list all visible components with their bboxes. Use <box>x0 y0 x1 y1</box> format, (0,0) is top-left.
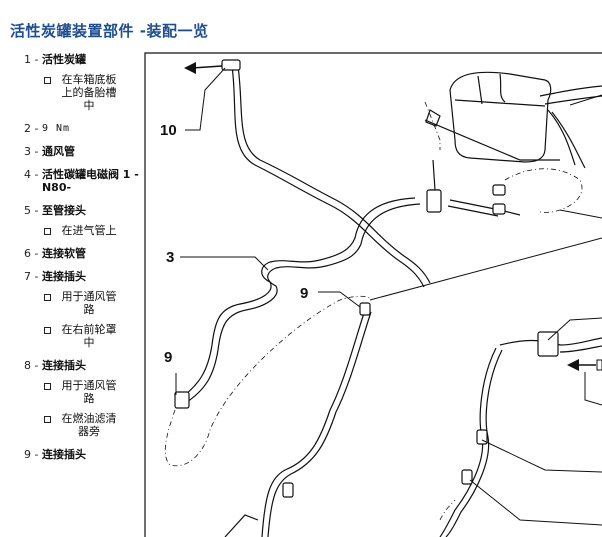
legend-item-1: 1 - 活性炭罐 在车箱底板上的备胎槽中 <box>24 53 142 112</box>
legend-number: 2 - <box>24 122 42 135</box>
legend-subitem: 在燃油滤清器旁 <box>44 412 142 438</box>
legend-number: 5 - <box>24 204 42 217</box>
legend-label: 9 Nm <box>41 123 71 134</box>
legend-label: 活性炭罐 <box>41 53 86 66</box>
legend-subitem: 在车箱底板上的备胎槽中 <box>44 73 142 112</box>
page-title: 活性炭罐装置部件 -装配一览 <box>10 22 209 40</box>
legend-label: 连接软管 <box>41 247 86 260</box>
legend-item-7: 7 - 连接插头 用于通风管路 在右前轮罩中 <box>24 270 142 349</box>
dashed-indicator <box>164 295 456 521</box>
legend-item-8: 8 - 连接插头 用于通风管路 在燃油滤清器旁 <box>24 359 142 438</box>
legend-subitem: 在进气管上 <box>44 224 142 237</box>
legend-label: 连接插头 <box>41 270 86 283</box>
callout-9: 9 <box>164 349 172 366</box>
legend-label: 连接插头 <box>41 448 86 461</box>
legend-item-4: 4 - 活性碳罐电磁阀 1 -N80- <box>24 168 142 194</box>
callout-10: 10 <box>160 122 177 139</box>
legend-subitem: 用于通风管路 <box>44 379 142 405</box>
callout-9: 9 <box>300 285 308 302</box>
legend-number: 7 - <box>24 270 42 283</box>
square-bullet-icon <box>44 228 51 235</box>
legend-item-6: 6 - 连接软管 <box>24 247 142 260</box>
legend-number: 1 - <box>24 53 42 66</box>
connector-parts <box>174 59 559 498</box>
legend-number: 3 - <box>24 145 42 158</box>
legend-number: 4 - <box>24 168 42 181</box>
leader-lines <box>175 67 602 526</box>
legend-label: 活性碳罐电磁阀 1 -N80- <box>41 168 139 194</box>
legend-item-9: 9 - 连接插头 <box>24 448 142 461</box>
legend-label: 连接插头 <box>41 359 86 372</box>
legend-label: 至管接头 <box>41 204 86 217</box>
legend-item-2: 2 - 9 Nm <box>24 122 142 135</box>
legend-number: 9 - <box>24 448 42 461</box>
legend-number: 6 - <box>24 247 42 260</box>
callout-3: 3 <box>166 249 174 266</box>
parts-legend: 1 - 活性炭罐 在车箱底板上的备胎槽中 2 - 9 Nm 3 - 通风管 4 … <box>24 53 142 537</box>
canister-illustration <box>424 71 602 191</box>
legend-item-5: 5 - 至管接头 在进气管上 <box>24 204 142 237</box>
square-bullet-icon <box>44 383 51 390</box>
arrow-icon <box>184 62 602 371</box>
square-bullet-icon <box>44 327 51 334</box>
diagram-frame <box>144 52 602 537</box>
legend-label: 通风管 <box>41 145 75 158</box>
legend-number: 8 - <box>24 359 42 372</box>
square-bullet-icon <box>44 416 51 423</box>
square-bullet-icon <box>44 77 51 84</box>
legend-item-3: 3 - 通风管 <box>24 145 142 158</box>
pipe-network <box>177 65 602 537</box>
legend-subitem: 用于通风管路 <box>44 290 142 316</box>
legend-subitem: 在右前轮罩中 <box>44 323 142 349</box>
square-bullet-icon <box>44 294 51 301</box>
